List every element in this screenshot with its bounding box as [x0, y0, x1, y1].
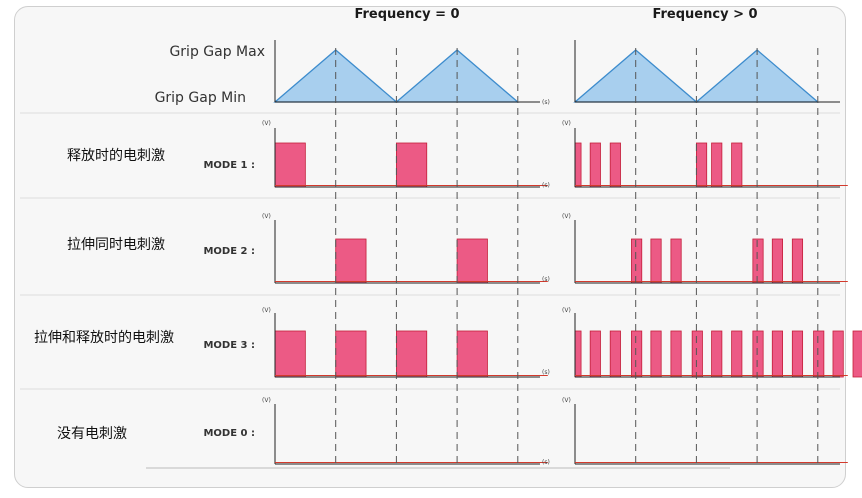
row-label-mode2: 拉伸同时电刺激 — [67, 236, 165, 253]
pulse-right — [589, 142, 601, 188]
pulse-right — [771, 330, 783, 378]
pulse-right — [670, 330, 682, 378]
pulse-right — [631, 330, 643, 378]
mode3-label: MODE 3 : — [203, 340, 255, 351]
pulse-right — [771, 238, 783, 284]
dashed-guides — [335, 48, 819, 466]
pulse-right — [574, 142, 582, 188]
pulse-right — [711, 142, 723, 188]
time-unit-row1-left: (s) — [542, 182, 550, 189]
time-unit-row0-left: (s) — [542, 459, 550, 466]
pulse-right — [752, 330, 764, 378]
pulse-right — [631, 238, 643, 284]
voltage-unit-row1-left: (V) — [262, 120, 271, 127]
pulse-right — [711, 330, 723, 378]
pulse-left — [335, 330, 367, 378]
grip-gap-waveforms — [273, 49, 820, 103]
mode2-label: MODE 2 : — [203, 246, 255, 257]
pulse-right — [832, 330, 844, 378]
pulse-right — [609, 142, 621, 188]
pulse-right — [650, 330, 662, 378]
time-unit-row3-left: (s) — [542, 369, 550, 376]
row-label-mode3: 拉伸和释放时的电刺激 — [34, 329, 174, 346]
pulse-left — [456, 238, 488, 284]
voltage-unit-row0-right: (V) — [562, 397, 571, 404]
row-label-mode1: 释放时的电刺激 — [67, 147, 165, 164]
pulse-right — [731, 142, 743, 188]
pulse-right — [752, 238, 764, 284]
row-label-mode0: 没有电刺激 — [57, 425, 127, 442]
pulse-left — [274, 330, 306, 378]
pulse-right — [813, 330, 825, 378]
header-frequency-positive: Frequency > 0 — [652, 7, 757, 22]
pulse-left — [395, 142, 428, 188]
mode0-label: MODE 0 : — [203, 428, 255, 439]
pulse-right — [791, 330, 804, 378]
pulse-right — [791, 238, 804, 284]
row-separators — [20, 112, 840, 390]
stimulation-pulses — [274, 142, 862, 378]
pulse-right — [852, 330, 862, 378]
grip-gap-max-label: Grip Gap Max — [169, 44, 265, 60]
pulse-right — [609, 330, 621, 378]
header-frequency-zero: Frequency = 0 — [354, 7, 459, 22]
pulse-right — [650, 238, 662, 284]
pulse-right — [691, 330, 703, 378]
pulse-right — [670, 238, 682, 284]
pulse-left — [395, 330, 428, 378]
time-unit-row2-left: (s) — [542, 276, 550, 283]
time-unit-grip-left: (s) — [542, 99, 550, 106]
voltage-unit-row2-left: (V) — [262, 213, 271, 220]
pulse-left — [274, 142, 306, 188]
pulse-left — [335, 238, 367, 284]
grip-gap-min-label: Grip Gap Min — [155, 90, 246, 106]
voltage-unit-row1-right: (V) — [562, 120, 571, 127]
pulse-right — [696, 142, 708, 188]
voltage-unit-row3-left: (V) — [262, 307, 271, 314]
pulse-right — [731, 330, 743, 378]
voltage-unit-row2-right: (V) — [562, 213, 571, 220]
voltage-unit-row3-right: (V) — [562, 307, 571, 314]
voltage-unit-row0-left: (V) — [262, 397, 271, 404]
mode1-label: MODE 1 : — [203, 160, 255, 171]
pulse-left — [456, 330, 488, 378]
axes — [146, 40, 848, 469]
pulse-right — [574, 330, 582, 378]
pulse-right — [589, 330, 601, 378]
